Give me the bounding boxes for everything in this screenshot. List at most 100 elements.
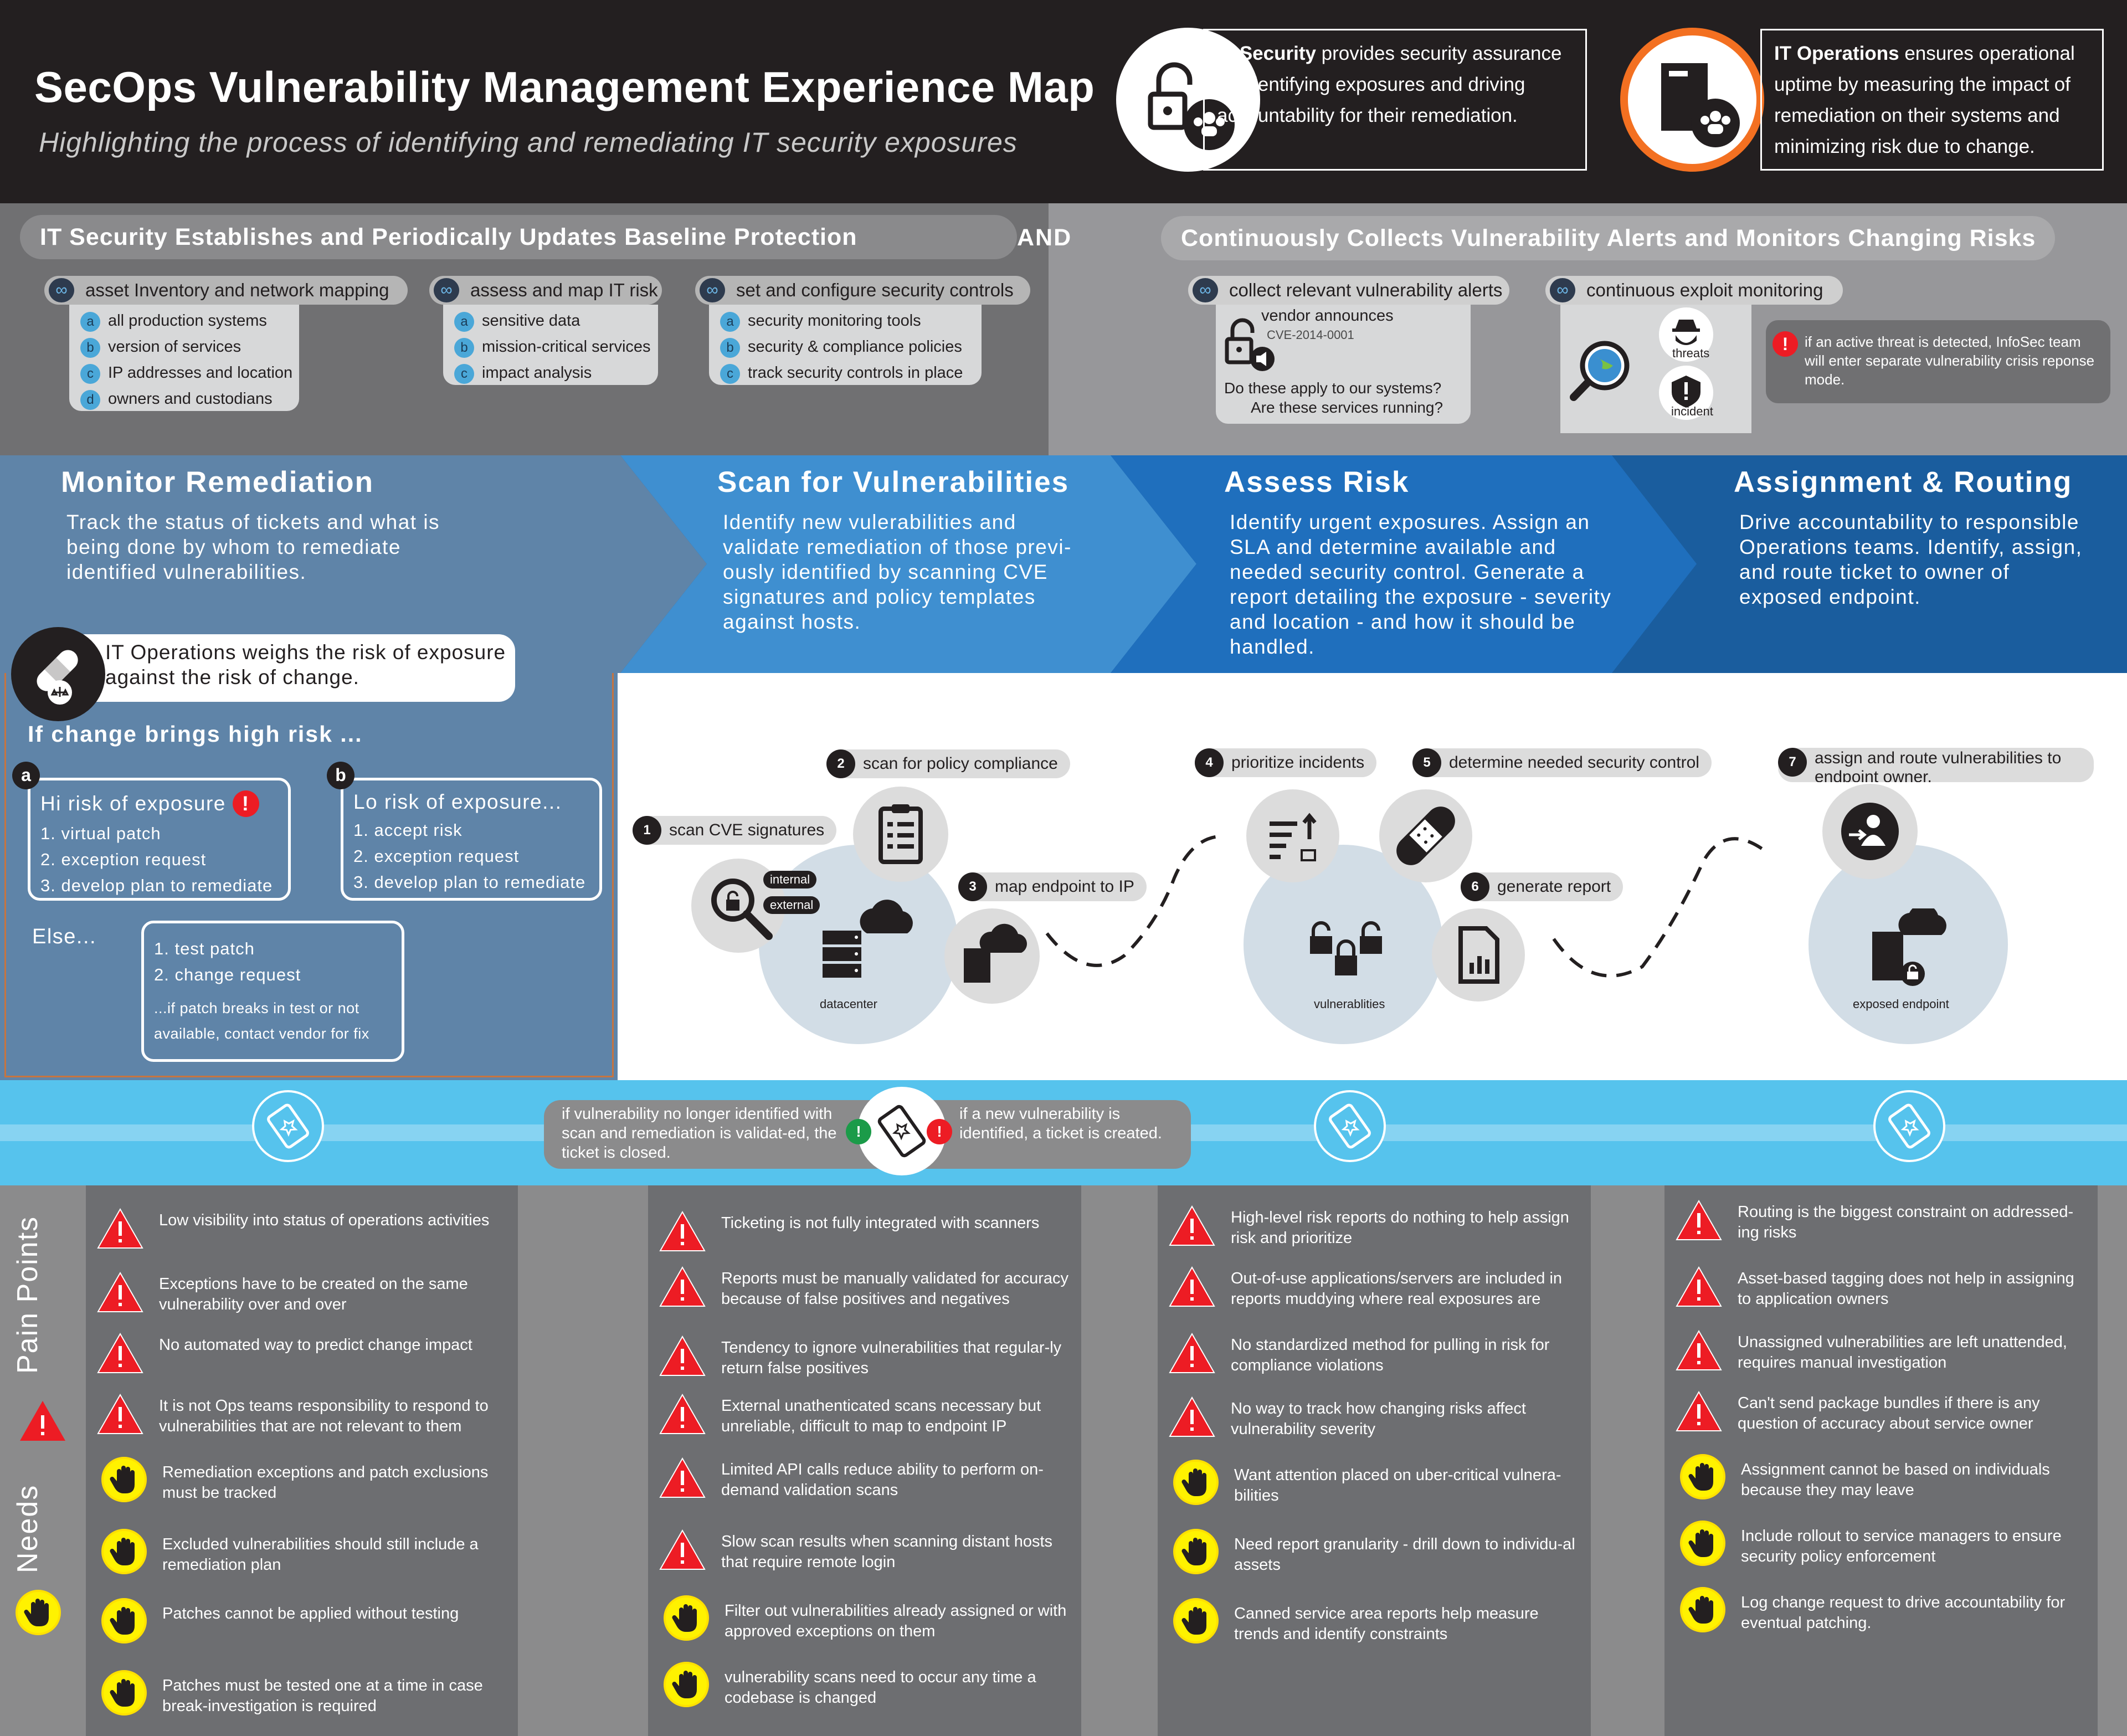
incident-icon: incident: [1659, 366, 1713, 420]
step-label: scan for policy compliance: [863, 754, 1058, 773]
warning-icon: [659, 1335, 706, 1377]
warning-icon: [659, 1457, 706, 1498]
threats-label: threats: [1672, 346, 1710, 360]
pain-point: Can't send package bundles if there is a…: [1738, 1394, 2040, 1432]
step-label: determine needed security control: [1449, 753, 1699, 772]
ticket-closed-text: if vulnerability no longer identified wi…: [562, 1105, 837, 1162]
pain-point: Low visibility into status of operations…: [159, 1211, 490, 1229]
shield-check-icon: !: [846, 1119, 871, 1144]
list-item-label: sensitive data: [482, 312, 580, 330]
ops-weighs-text: IT Operations weighs the risk of exposur…: [83, 634, 515, 702]
hand-icon: [101, 1598, 147, 1643]
list-item-label: mission-critical services: [482, 338, 651, 356]
warning-icon: [1676, 1266, 1722, 1307]
need-item: Excluded vulnerabilities should still in…: [162, 1535, 479, 1574]
role-name: IT Operations: [1774, 43, 1899, 64]
threat-note: ! if an active threat is detected, InfoS…: [1766, 320, 2110, 403]
it-operations-icon: [1620, 28, 1764, 172]
warning-icon: [659, 1266, 706, 1307]
route-circle: [1822, 784, 1918, 879]
need-item: Canned service area reports help measure…: [1234, 1605, 1539, 1643]
step-label: generate report: [1497, 877, 1611, 896]
alert-icon: !: [232, 790, 259, 817]
warning-icon: [1676, 1390, 1722, 1432]
warning-icon: [1676, 1199, 1722, 1241]
ops-panel: [0, 673, 618, 1080]
need-item: Log change request to drive accountabili…: [1741, 1594, 2066, 1632]
hand-icon: [664, 1662, 709, 1707]
map-endpoint-circle: [944, 908, 1040, 1004]
infinity-icon: ∞: [1193, 278, 1218, 302]
magnifier-lock-icon: [711, 879, 773, 940]
tag-exploit-monitoring: ∞continuous exploit monitoring: [1545, 276, 1843, 305]
list-item-label: impact analysis: [482, 364, 592, 382]
option-a-item: 1. virtual patch: [40, 824, 161, 843]
need-item: Assignment cannot be based on individual…: [1741, 1461, 2050, 1499]
it-security-icon: [1116, 28, 1260, 172]
endpoint-cloud-icon: [964, 923, 1027, 983]
clipboard-icon: [878, 804, 923, 864]
pain-point: Exceptions have to be created on the sam…: [159, 1275, 468, 1313]
stage-title-routing: Assignment & Routing: [1734, 466, 2073, 499]
ticket-created-text: if a new vulnerability is identified, a …: [959, 1105, 1162, 1142]
monitoring-card: threats incident: [1560, 305, 1751, 433]
step-number: 2: [826, 749, 855, 778]
need-item: Patches cannot be applied without testin…: [162, 1605, 459, 1622]
vulnerabilities-locks-icon: [1310, 921, 1382, 975]
tag-label: set and configure security controls: [736, 280, 1014, 300]
tag-security-controls: ∞ set and configure security controls: [695, 276, 1030, 305]
it-operations-role: IT Operations ensures operational uptime…: [1760, 29, 2104, 171]
infinity-icon: ∞: [49, 278, 74, 302]
pain-point: Tendency to ignore vulnerabilities that …: [721, 1339, 1062, 1377]
option-b-item: 2. exception request: [353, 846, 520, 866]
option-a-badge: a: [12, 762, 40, 789]
else-item: 1. test patch: [154, 939, 255, 958]
datacenter-icon: [823, 900, 913, 978]
step-number: 3: [958, 872, 987, 901]
incident-label: incident: [1671, 404, 1713, 418]
list-item-label: owners and custodians: [108, 390, 273, 408]
endpoint-label: exposed endpoint: [1853, 997, 1949, 1011]
report-circle: [1432, 908, 1525, 1001]
step-number: 6: [1461, 872, 1489, 901]
tag-assess-risk: ∞assess and map IT risk: [429, 276, 662, 305]
role-text: ensures operational uptime by measuring …: [1774, 43, 2075, 157]
bandage-icon: [1396, 807, 1455, 865]
infinity-icon: ∞: [1550, 278, 1575, 302]
list-item-label: security & compliance policies: [748, 338, 962, 356]
warning-icon: [659, 1393, 706, 1435]
question-running: Are these services running?: [1251, 399, 1443, 416]
stage-title-assess: Assess Risk: [1224, 466, 1410, 499]
ticket-icon: [252, 1090, 324, 1162]
hand-icon: [1680, 1454, 1725, 1499]
tag-label: collect relevant vulnerability alerts: [1229, 280, 1503, 300]
warning-icon: [97, 1208, 143, 1249]
pain-point: No standardized method for pulling in ri…: [1231, 1336, 1550, 1374]
security-control-circle: [1379, 789, 1472, 882]
route-user-icon: [1841, 803, 1899, 860]
vendor-text: vendor announces: [1261, 307, 1394, 325]
priority-list-icon: [1270, 813, 1317, 861]
tag-collect-alerts: ∞ collect relevant vulnerability alerts: [1188, 276, 1509, 305]
role-name: IT Security: [1217, 43, 1316, 64]
it-security-role: IT Security provides security assurance …: [1203, 29, 1587, 171]
pain-point: No automated way to predict change impac…: [159, 1336, 472, 1354]
alert-icon: !: [1773, 331, 1798, 357]
step-number: 5: [1412, 748, 1441, 777]
letter-badge: a: [720, 312, 740, 332]
pain-point: It is not Ops teams responsibility to re…: [159, 1397, 489, 1435]
pain-point: Routing is the biggest constraint on add…: [1738, 1203, 2074, 1241]
cve-text: CVE-2014-0001: [1267, 328, 1354, 342]
stage-desc-assess: Identify urgent exposures. Assign an SLA…: [1230, 511, 1612, 658]
warning-icon: [97, 1393, 143, 1435]
step-label: assign and route vulnerabilities to endp…: [1815, 749, 2062, 782]
else-note: ...if patch breaks in test or not availa…: [154, 1000, 369, 1042]
list-item-label: track security controls in place: [748, 364, 963, 382]
infinity-icon: ∞: [700, 278, 725, 302]
stage-desc-routing: Drive accountability to responsible Oper…: [1739, 511, 2083, 608]
